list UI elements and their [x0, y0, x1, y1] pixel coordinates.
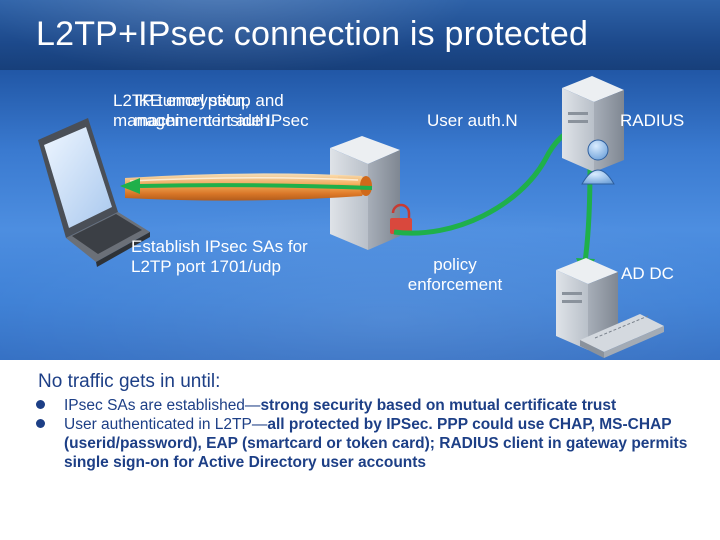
notes-bullet-list: IPsec SAs are established—strong securit… [34, 396, 694, 472]
overlap-label-tunnel: L2TP tunnel setup and management inside … [113, 91, 309, 131]
ipsec-sa-label-line-1: Establish IPsec SAs for [131, 237, 308, 256]
bullet-detail: strong security based on mutual certific… [260, 397, 617, 414]
slide-title: L2TP+IPsec connection is protected [36, 15, 589, 53]
padlock-icon [390, 203, 412, 234]
bullet-lead: User authenticated in L2TP— [64, 416, 268, 433]
bullet-dot-icon [36, 419, 45, 428]
policy-label-line-2: enforcement [407, 275, 503, 294]
overlap-label-ike-line-2: machine cert auth. [134, 111, 274, 130]
bullet-lead: IPsec SAs are established— [64, 397, 261, 414]
network-switch-icon [580, 314, 664, 358]
bullet-dot-icon [36, 400, 45, 409]
tunnel-arrow-icon [120, 178, 373, 194]
overlap-label-ike: IKE encryption, machine cert auth. [134, 91, 274, 131]
title-bar: L2TP+IPsec connection is protected [0, 0, 720, 70]
overlap-label-tunnel-line-2: management inside IPsec [113, 111, 309, 130]
radius-label: RADIUS [620, 111, 685, 130]
user-icon [581, 139, 615, 185]
ipsec-sa-label-line-2: L2TP port 1701/udp [131, 257, 281, 276]
bullet-item: IPsec SAs are established—strong securit… [34, 396, 694, 415]
bullet-item: User authenticated in L2TP—all protected… [34, 415, 694, 472]
user-auth-label: User auth.N [427, 111, 518, 130]
overlap-label-ike-line-1: IKE encryption, [134, 91, 250, 110]
overlap-label-tunnel-line-1: L2TP tunnel setup and [113, 91, 284, 110]
bullet-detail: all protected by IPSec. PPP could use CH… [64, 416, 688, 471]
notes-heading: No traffic gets in until: [38, 371, 221, 392]
ad-dc-label: AD DC [621, 264, 674, 283]
policy-enforcement-label: policy enforcement [395, 255, 515, 295]
notes-area: No traffic gets in until: IPsec SAs are … [0, 360, 720, 540]
laptop-icon [38, 118, 150, 267]
ipsec-sa-label: Establish IPsec SAs for L2TP port 1701/u… [131, 237, 308, 277]
policy-label-line-1: policy [433, 255, 477, 274]
radius-server-icon [562, 76, 624, 172]
